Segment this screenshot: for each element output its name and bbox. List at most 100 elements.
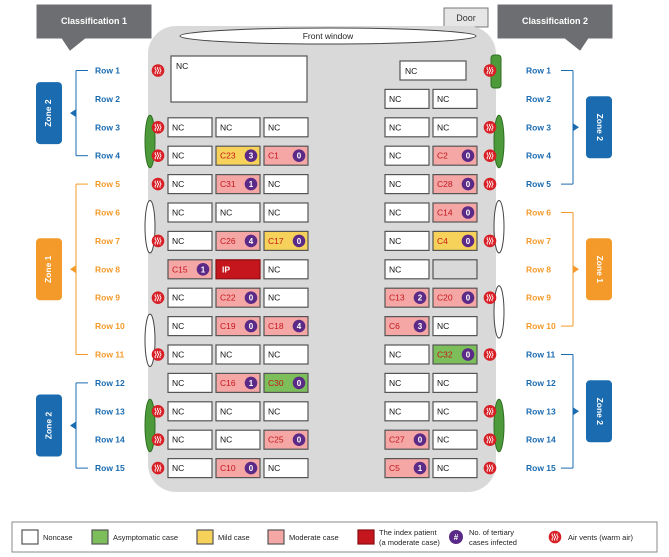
seat-label: NC xyxy=(389,264,401,274)
air-vent-icon xyxy=(151,348,165,361)
seat-right-row12-1: NC xyxy=(384,372,430,393)
tertiary-count: 0 xyxy=(249,322,254,331)
seat-box xyxy=(215,429,261,450)
seat-right-row4-1: NC xyxy=(384,145,430,166)
tertiary-count: 0 xyxy=(249,464,254,473)
seat-label: NC xyxy=(389,122,401,132)
seat-label: NC xyxy=(437,122,449,132)
seat-box xyxy=(432,372,478,393)
tertiary-count-badge xyxy=(244,376,258,390)
seat-left-row14-1: NC xyxy=(167,429,213,450)
zone-label: Zone 1 xyxy=(43,255,53,283)
seat-box xyxy=(432,401,478,422)
tertiary-count: 0 xyxy=(297,436,302,445)
seat-box xyxy=(384,202,430,223)
seat-label: NC xyxy=(268,179,280,189)
seat-box xyxy=(263,401,309,422)
tertiary-count-badge xyxy=(461,234,475,248)
tertiary-count: 3 xyxy=(418,322,423,331)
zone-box xyxy=(586,380,612,443)
legend-label: (a moderate case) xyxy=(379,538,440,547)
seat-box xyxy=(432,316,478,337)
seat-label: NC xyxy=(172,321,184,331)
seat-box xyxy=(167,401,213,422)
row-label-left: Row 14 xyxy=(95,435,125,445)
tertiary-count: 0 xyxy=(466,237,471,246)
front-window-label: Front window xyxy=(303,31,354,41)
seat-label: NC xyxy=(172,378,184,388)
air-vent-icon xyxy=(151,149,165,162)
seat-box xyxy=(167,174,213,195)
seat-label: NC xyxy=(220,350,232,360)
row-label-left: Row 7 xyxy=(95,236,120,246)
legend-label: Asymptomatic case xyxy=(113,533,178,542)
seat-label: NC xyxy=(268,350,280,360)
row-label-right: Row 5 xyxy=(526,179,551,189)
tertiary-count: 0 xyxy=(466,294,471,303)
legend-label: Moderate case xyxy=(289,533,339,542)
tertiary-count-badge xyxy=(244,177,258,191)
seat-box xyxy=(432,429,478,450)
seat-left-row9-3: NC xyxy=(263,287,309,308)
seat-right-row8-1: NC xyxy=(384,259,430,280)
legend-item-idx: The index patient(a moderate case) xyxy=(357,528,440,547)
legend-swatch xyxy=(449,530,463,544)
zone-box xyxy=(586,96,612,159)
seat-label: C25 xyxy=(268,435,284,445)
seat-label: NC xyxy=(172,208,184,218)
legend-label: cases infected xyxy=(469,538,517,547)
seat-label: NC xyxy=(268,293,280,303)
zone-arrow xyxy=(70,265,76,274)
tertiary-count-badge xyxy=(244,234,258,248)
air-vent-icon xyxy=(151,405,165,418)
seat-left-row3-1: NC xyxy=(167,117,213,138)
air-vent-icon xyxy=(483,433,497,447)
seat-label: NC xyxy=(268,122,280,132)
tertiary-count-badge xyxy=(461,291,475,305)
tertiary-count-badge xyxy=(244,319,258,333)
row-label-right: Row 8 xyxy=(526,264,551,274)
legend-vent-icon xyxy=(548,530,562,544)
legend-swatch xyxy=(21,529,39,545)
row-label-left: Row 10 xyxy=(95,321,125,331)
row-label-left: Row 15 xyxy=(95,463,125,473)
row-1-right-label: NC xyxy=(405,66,417,76)
seat-right-row11-1: NC xyxy=(384,344,430,365)
seat-label: IP xyxy=(222,264,230,274)
legend-label: Air vents (warm air) xyxy=(568,533,634,542)
seat-label: NC xyxy=(389,208,401,218)
tertiary-count: 4 xyxy=(297,322,302,331)
seat-box xyxy=(167,316,213,337)
seat-left-row6-1: NC xyxy=(167,202,213,223)
seat-label: C17 xyxy=(268,236,284,246)
seat-label: NC xyxy=(220,208,232,218)
seat-label: C13 xyxy=(389,293,405,303)
seat-label: C20 xyxy=(437,293,453,303)
classification-1-callout: Classification 1 xyxy=(36,4,152,51)
zone-label: Zone 1 xyxy=(595,256,605,284)
legend-swatch xyxy=(267,529,285,545)
seat-label: NC xyxy=(172,435,184,445)
zone-arrow xyxy=(573,407,579,416)
seat-right-row5-1: NC xyxy=(384,174,430,195)
seat-right-row13-1: NC xyxy=(384,401,430,422)
seat-box xyxy=(263,174,309,195)
tertiary-count: 0 xyxy=(297,237,302,246)
tertiary-count-badge xyxy=(461,348,475,361)
air-vent-icon xyxy=(483,234,497,248)
seat-left-row13-1: NC xyxy=(167,401,213,422)
exit-window xyxy=(493,114,505,169)
seat-left-row11-1: NC xyxy=(167,344,213,365)
zone-box xyxy=(36,394,62,457)
row-label-right: Row 14 xyxy=(526,435,556,445)
seat-left-row7-3: C17 0 xyxy=(263,230,309,251)
seat-left-row8-3: NC xyxy=(263,259,309,280)
seat-label: C30 xyxy=(268,378,284,388)
seat-left-row8-2: IP xyxy=(215,259,261,280)
